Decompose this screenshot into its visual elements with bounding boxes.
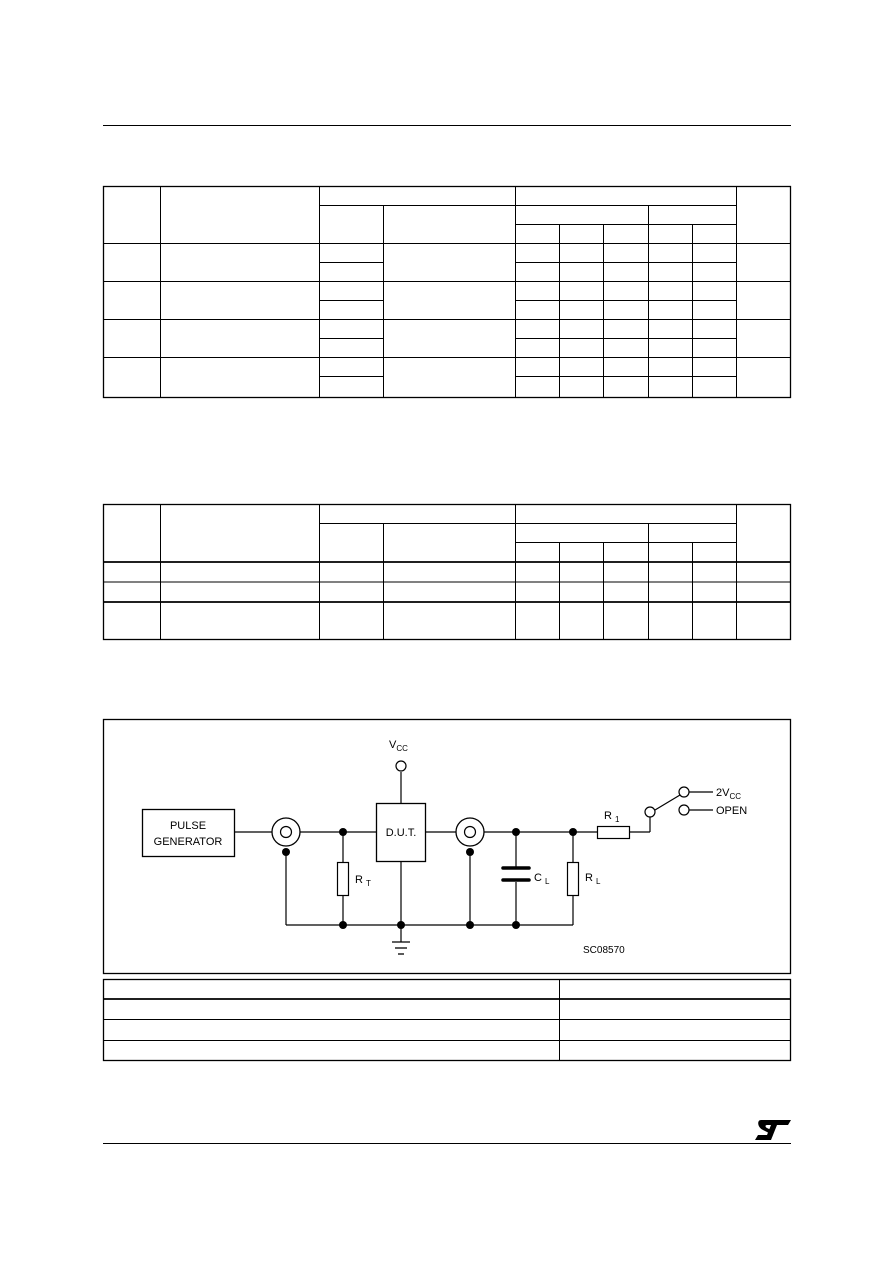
switch-pivot-icon [644,806,656,818]
st-logo-icon [755,1120,791,1140]
switch-terminal-2vcc-icon [678,786,690,798]
coax-connector-1-icon [271,817,301,847]
pulse-generator-label-line2: GENERATOR [154,836,223,848]
schematic-frame [102,718,792,975]
dut-label: D.U.T. [386,827,417,839]
footer-rule [103,1143,791,1144]
wires [235,772,681,942]
switch-2vcc-label: 2VCC [716,787,741,801]
capacitor-cl-icon [501,866,531,882]
dut-box [375,802,427,863]
vcc-label: VCC [389,739,408,753]
resistor-rt-icon [336,861,350,897]
resistor-rl-icon [566,861,580,897]
switch-open-label: OPEN [716,805,747,817]
pulse-generator-label-line1: PULSE [170,820,206,832]
pulse-generator-box [141,808,236,858]
switch-terminal-open-icon [678,804,690,816]
vcc-terminal-icon [395,760,407,772]
junction-dots [282,828,577,929]
coax-connector-2-icon [455,817,485,847]
resistor-r1-icon [596,825,631,840]
ground-symbol-icon [392,941,410,955]
figure-code: SC08570 [583,945,625,956]
header-rule [103,125,791,126]
